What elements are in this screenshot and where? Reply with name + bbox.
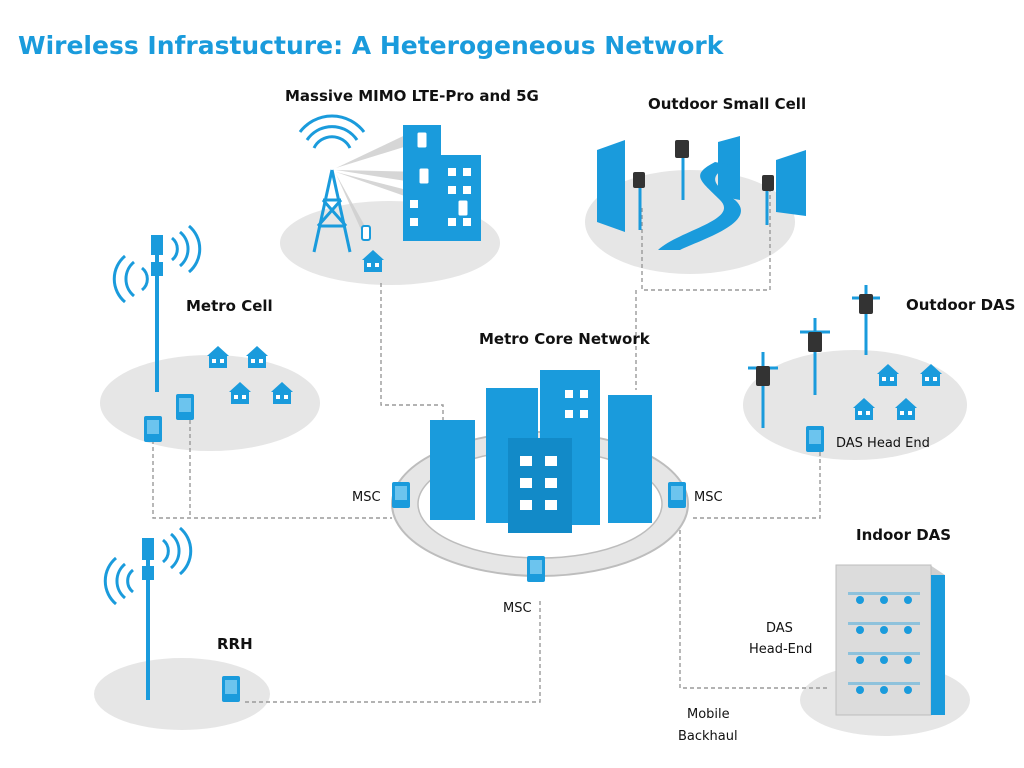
small-cell-node-icon (675, 140, 689, 158)
label-das-indoor-2: Head-End (749, 642, 812, 657)
das-node-icon-1 (859, 294, 873, 314)
label-rrh: RRH (217, 635, 253, 653)
metro-cell-site: Metro Cell (112, 224, 293, 442)
core-building-icon (430, 370, 652, 533)
msc-left-icon (392, 482, 410, 508)
label-das-indoor-1: DAS (766, 621, 793, 636)
massive-mimo-site: Massive MIMO LTE-Pro and 5G (285, 87, 539, 272)
label-mobile-backhaul-1: Mobile (687, 707, 730, 722)
metro-cabinet-icon-2 (176, 394, 194, 420)
mimo-building-icon (403, 125, 481, 241)
outdoor-das-ground (743, 350, 967, 460)
rrh-ground (94, 658, 270, 730)
mimo-signal-wave-icon (298, 114, 366, 149)
metro-house-icon-2 (246, 346, 268, 368)
metro-core-site: Metro Core Network MSC MSC MSC (352, 330, 723, 616)
mimo-phone-icon (361, 225, 371, 241)
das-head-end-cabinet-icon (806, 426, 824, 452)
rrh-signal-wave-icon (103, 526, 193, 606)
small-cell-ground (585, 170, 795, 274)
das-node-icon-2 (808, 332, 822, 352)
mimo-tower-icon (312, 169, 352, 253)
outdoor-small-cell-site: Outdoor Small Cell (597, 95, 806, 250)
metro-house-icon-1 (207, 346, 229, 368)
indoor-das-antenna-icons (848, 592, 920, 694)
das-node-icon-3 (756, 366, 770, 386)
label-msc-left: MSC (352, 490, 381, 505)
outdoor-das-site: Outdoor DAS DAS Head End (748, 285, 1015, 452)
label-das-head-end-outdoor: DAS Head End (836, 436, 930, 451)
label-outdoor-small-cell: Outdoor Small Cell (648, 95, 806, 113)
metro-signal-wave-icon (112, 224, 202, 304)
small-cell-node-icon-3 (762, 175, 774, 191)
label-metro-core: Metro Core Network (479, 330, 651, 348)
msc-right-icon (668, 482, 686, 508)
indoor-das-site: Indoor DAS DAS Head-End Mobile Backhaul (678, 526, 951, 744)
rrh-site: RRH (103, 526, 253, 702)
label-indoor-das: Indoor DAS (856, 526, 951, 544)
small-cell-node-icon-2 (633, 172, 645, 188)
metro-cabinet-icon-1 (144, 416, 162, 442)
label-outdoor-das: Outdoor DAS (906, 296, 1015, 314)
small-cell-building-icon (597, 136, 806, 232)
backhaul-links (152, 190, 830, 703)
page-title: Wireless Infrastucture: A Heterogeneous … (18, 31, 725, 60)
label-metro-cell: Metro Cell (186, 297, 273, 315)
road-icon (658, 162, 741, 250)
label-msc-bottom: MSC (503, 601, 532, 616)
label-msc-right: MSC (694, 490, 723, 505)
rrh-cabinet-icon (222, 676, 240, 702)
label-mobile-backhaul-2: Backhaul (678, 729, 738, 744)
label-massive-mimo: Massive MIMO LTE-Pro and 5G (285, 87, 539, 105)
msc-bottom-icon (527, 556, 545, 582)
